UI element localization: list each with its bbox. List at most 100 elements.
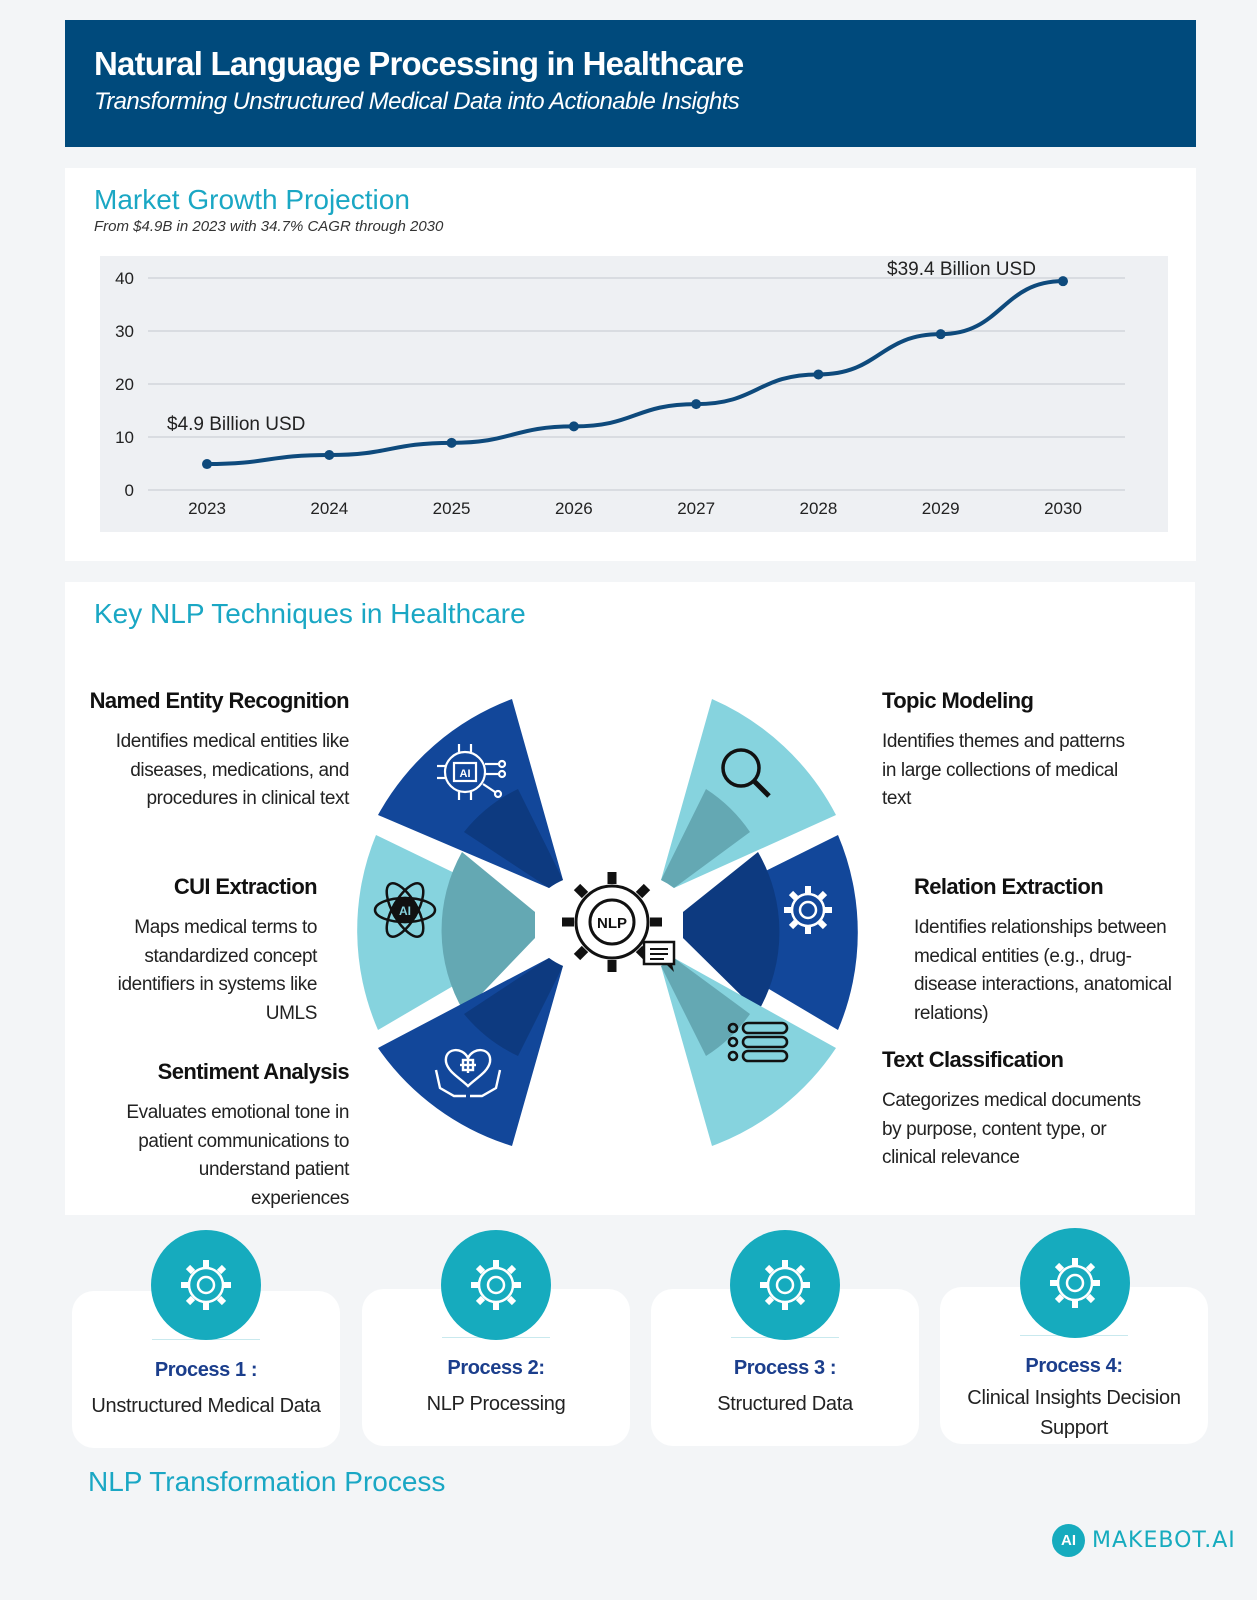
brand[interactable]: AI MAKEBOT.AI bbox=[1052, 1522, 1236, 1558]
gear-icon bbox=[784, 886, 832, 934]
technique-sentiment-analysis: Sentiment Analysis Evaluates emotional t… bbox=[49, 1059, 349, 1213]
desc-line: Evaluates emotional tone in bbox=[126, 1102, 349, 1123]
technique-desc: Identifies medical entities like disease… bbox=[49, 728, 350, 814]
data-point bbox=[202, 459, 212, 470]
heart-hands-icon bbox=[434, 1049, 502, 1098]
process-desc: Structured Data bbox=[717, 1393, 853, 1415]
data-point bbox=[935, 329, 946, 340]
x-tick-label: 2029 bbox=[922, 499, 960, 518]
technique-title: Sentiment Analysis bbox=[157, 1059, 350, 1084]
data-point bbox=[324, 450, 335, 461]
market-growth-card: Market Growth Projection From $4.9B in 2… bbox=[65, 168, 1196, 561]
chat-icon bbox=[642, 940, 676, 972]
desc-line: procedures in clinical text bbox=[146, 788, 349, 809]
technique-desc: Identifies relationships between medical… bbox=[914, 914, 1204, 1028]
segment-relation-inner bbox=[683, 852, 780, 1012]
technique-named-entity-recognition: Named Entity Recognition Identifies medi… bbox=[49, 688, 350, 814]
desc-line: Support bbox=[1040, 1417, 1108, 1439]
y-tick-label: 0 bbox=[125, 481, 134, 500]
ai-atom-icon: AI bbox=[373, 882, 437, 938]
process-title: Process 4: bbox=[1025, 1355, 1123, 1377]
magnifier-icon bbox=[721, 748, 771, 798]
desc-line: Identifies medical entities like bbox=[115, 731, 350, 752]
svg-text:AI: AI bbox=[460, 768, 471, 780]
technique-desc: Evaluates emotional tone in patient comm… bbox=[49, 1099, 349, 1213]
segment-named-entity-inner bbox=[464, 789, 563, 888]
nlp-gear-icon: NLP bbox=[562, 872, 676, 972]
process-title: Process 2: bbox=[447, 1357, 545, 1379]
technique-fan-diagram: NLP AI AI bbox=[357, 699, 858, 1146]
page-title: Natural Language Processing in Healthcar… bbox=[94, 45, 744, 82]
x-tick-label: 2025 bbox=[433, 499, 471, 518]
process-4-gear-circle bbox=[1020, 1228, 1130, 1338]
brand-logo-icon: AI bbox=[1052, 1523, 1085, 1557]
desc-line: Identifies relationships between bbox=[914, 917, 1167, 938]
technique-text-classification: Text Classification Categorizes medical … bbox=[882, 1047, 1182, 1173]
process-1-gear-circle bbox=[151, 1230, 261, 1340]
technique-topic-modeling: Topic Modeling Identifies themes and pat… bbox=[882, 688, 1182, 814]
list-icon bbox=[727, 1021, 789, 1063]
desc-line: standardized concept bbox=[144, 945, 317, 967]
desc-line: Identifies themes and patterns bbox=[882, 731, 1125, 752]
header-banner: Natural Language Processing in Healthcar… bbox=[65, 20, 1196, 147]
x-tick-label: 2028 bbox=[800, 499, 838, 518]
x-tick-label: 2023 bbox=[188, 499, 226, 518]
y-tick-label: 40 bbox=[115, 269, 134, 288]
svg-text:AI: AI bbox=[399, 904, 411, 918]
segment-topic-inner bbox=[661, 789, 750, 888]
x-tick-label: 2026 bbox=[555, 499, 593, 518]
desc-line: diseases, medications, and bbox=[130, 759, 349, 781]
process-title: Process 3 : bbox=[733, 1357, 837, 1379]
process-desc: Unstructured Medical Data bbox=[91, 1395, 321, 1417]
desc-line: experiences bbox=[250, 1187, 349, 1209]
process-desc: NLP Processing bbox=[426, 1393, 566, 1415]
desc-line: Categorizes medical documents bbox=[882, 1090, 1141, 1111]
gear-icon bbox=[471, 1260, 521, 1310]
desc-line: Maps medical terms to bbox=[134, 917, 317, 938]
process-2-gear-circle bbox=[441, 1230, 551, 1340]
technique-relation-extraction: Relation Extraction Identifies relations… bbox=[914, 874, 1204, 1028]
data-annotation: $4.9 Billion USD bbox=[167, 414, 305, 435]
y-tick-label: 20 bbox=[115, 375, 134, 394]
technique-desc: Categorizes medical documents by purpose… bbox=[882, 1087, 1182, 1173]
market-title: Market Growth Projection bbox=[94, 184, 410, 215]
desc-line: UMLS bbox=[265, 1002, 318, 1024]
technique-title: Text Classification bbox=[882, 1047, 1064, 1072]
y-tick-label: 30 bbox=[115, 322, 134, 341]
process-3-gear-circle bbox=[730, 1230, 840, 1340]
data-point bbox=[446, 437, 457, 448]
market-subtitle: From $4.9B in 2023 with 34.7% CAGR throu… bbox=[94, 218, 444, 235]
techniques-card: Key NLP Techniques in Healthcare bbox=[65, 582, 1195, 1215]
data-annotation: $39.4 Billion USD bbox=[887, 259, 1036, 280]
process-heading: NLP Transformation Process bbox=[88, 1466, 446, 1497]
techniques-title: Key NLP Techniques in Healthcare bbox=[94, 598, 526, 629]
technique-title: Named Entity Recognition bbox=[89, 688, 350, 713]
desc-line: in large collections of medical bbox=[882, 759, 1118, 781]
ai-chip-gear-icon: AI bbox=[437, 744, 507, 800]
technique-desc: Identifies themes and patterns in large … bbox=[882, 728, 1182, 814]
desc-line: clinical relevance bbox=[882, 1147, 1020, 1168]
technique-title: Relation Extraction bbox=[914, 874, 1104, 899]
brand-name: MAKEBOT.AI bbox=[1092, 1527, 1236, 1553]
y-tick-label: 10 bbox=[115, 428, 134, 447]
desc-line: relations) bbox=[914, 1002, 989, 1024]
nlp-center-label: NLP bbox=[597, 915, 627, 932]
process-title: Process 1 : bbox=[154, 1359, 258, 1381]
segment-cui-inner bbox=[441, 852, 535, 1012]
segment-sentiment-inner bbox=[464, 958, 563, 1056]
technique-title: CUI Extraction bbox=[173, 874, 318, 899]
technique-title: Topic Modeling bbox=[882, 688, 1034, 713]
technique-desc: Maps medical terms to standardized conce… bbox=[17, 914, 318, 1028]
process-desc: Clinical Insights Decision Support bbox=[944, 1383, 1204, 1443]
desc-line: disease interactions, anatomical bbox=[914, 974, 1172, 995]
x-tick-label: 2030 bbox=[1044, 499, 1082, 518]
x-tick-label: 2024 bbox=[310, 499, 348, 518]
gear-icon bbox=[760, 1260, 810, 1310]
desc-line: text bbox=[882, 788, 912, 809]
desc-line: medical entities (e.g., drug- bbox=[914, 945, 1132, 967]
desc-line: understand patient bbox=[198, 1159, 350, 1180]
data-point bbox=[1058, 276, 1068, 287]
desc-line: Clinical Insights Decision bbox=[967, 1387, 1181, 1409]
